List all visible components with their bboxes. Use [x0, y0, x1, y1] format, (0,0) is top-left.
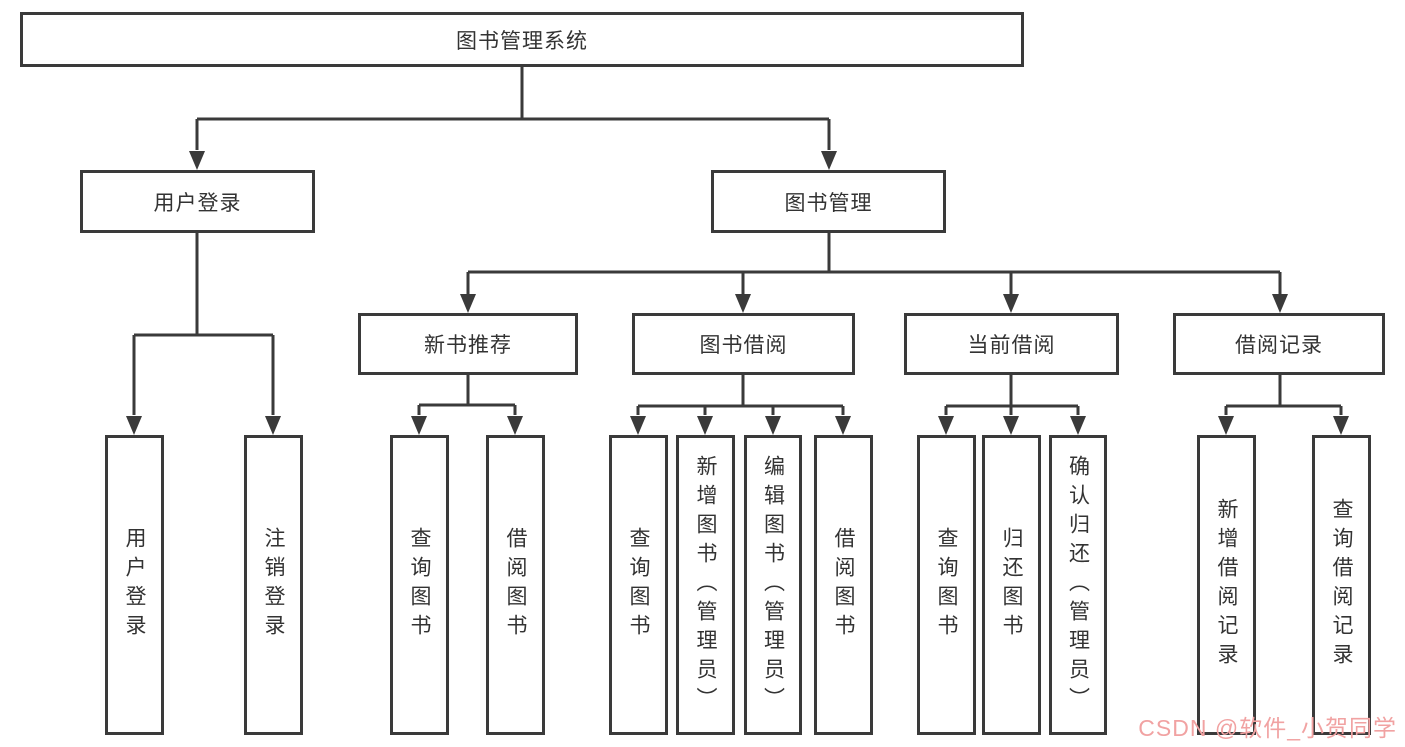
node-current-borrowing: 当前借阅: [904, 313, 1119, 375]
leaf-user-login: 用户登录: [105, 435, 164, 735]
leaf-label: 注销登录: [262, 527, 285, 643]
watermark: CSDN @软件_小贺同学: [1138, 715, 1397, 741]
node-label: 借阅记录: [1235, 334, 1323, 357]
leaf-label: 确认归还（管理员）: [1066, 454, 1090, 716]
leaf-borrow-books-borrowing: 借阅图书: [814, 435, 873, 735]
node-label: 图书管理: [784, 191, 873, 215]
node-label: 图书管理系统: [456, 29, 588, 53]
leaf-label: 查询图书: [627, 527, 650, 643]
node-book-borrowing: 图书借阅: [632, 313, 855, 375]
leaf-label: 编辑图书（管理员）: [761, 454, 785, 716]
leaf-edit-book-admin: 编辑图书（管理员）: [744, 435, 802, 735]
node-label: 用户登录: [153, 191, 242, 215]
leaf-query-books-recommend: 查询图书: [390, 435, 449, 735]
node-user-login: 用户登录: [80, 170, 315, 233]
node-book-management: 图书管理: [711, 170, 946, 233]
leaf-query-books-current: 查询图书: [917, 435, 976, 735]
node-label: 当前借阅: [967, 334, 1056, 357]
leaf-label: 新增图书（管理员）: [694, 454, 717, 716]
leaf-query-borrow-record: 查询借阅记录: [1312, 435, 1371, 735]
leaf-label: 新增借阅记录: [1215, 498, 1238, 672]
leaf-add-book-admin: 新增图书（管理员）: [676, 435, 735, 735]
leaf-label: 用户登录: [123, 527, 146, 643]
leaf-confirm-return-admin: 确认归还（管理员）: [1049, 435, 1107, 735]
leaf-borrow-books-recommend: 借阅图书: [486, 435, 545, 735]
leaf-return-books: 归还图书: [982, 435, 1041, 735]
leaf-label: 查询图书: [935, 527, 958, 643]
node-new-book-recommendation: 新书推荐: [358, 313, 578, 375]
node-library-management-system: 图书管理系统: [20, 12, 1024, 67]
leaf-query-books-borrowing: 查询图书: [609, 435, 668, 735]
leaf-add-borrow-record: 新增借阅记录: [1197, 435, 1256, 735]
leaf-label: 查询借阅记录: [1330, 498, 1353, 672]
leaf-label: 查询图书: [408, 527, 431, 643]
leaf-label: 借阅图书: [832, 527, 855, 643]
node-label: 图书借阅: [699, 334, 788, 357]
node-borrowing-records: 借阅记录: [1173, 313, 1385, 375]
node-label: 新书推荐: [424, 334, 512, 357]
leaf-logout: 注销登录: [244, 435, 303, 735]
leaf-label: 借阅图书: [504, 527, 527, 643]
leaf-label: 归还图书: [1000, 527, 1023, 643]
